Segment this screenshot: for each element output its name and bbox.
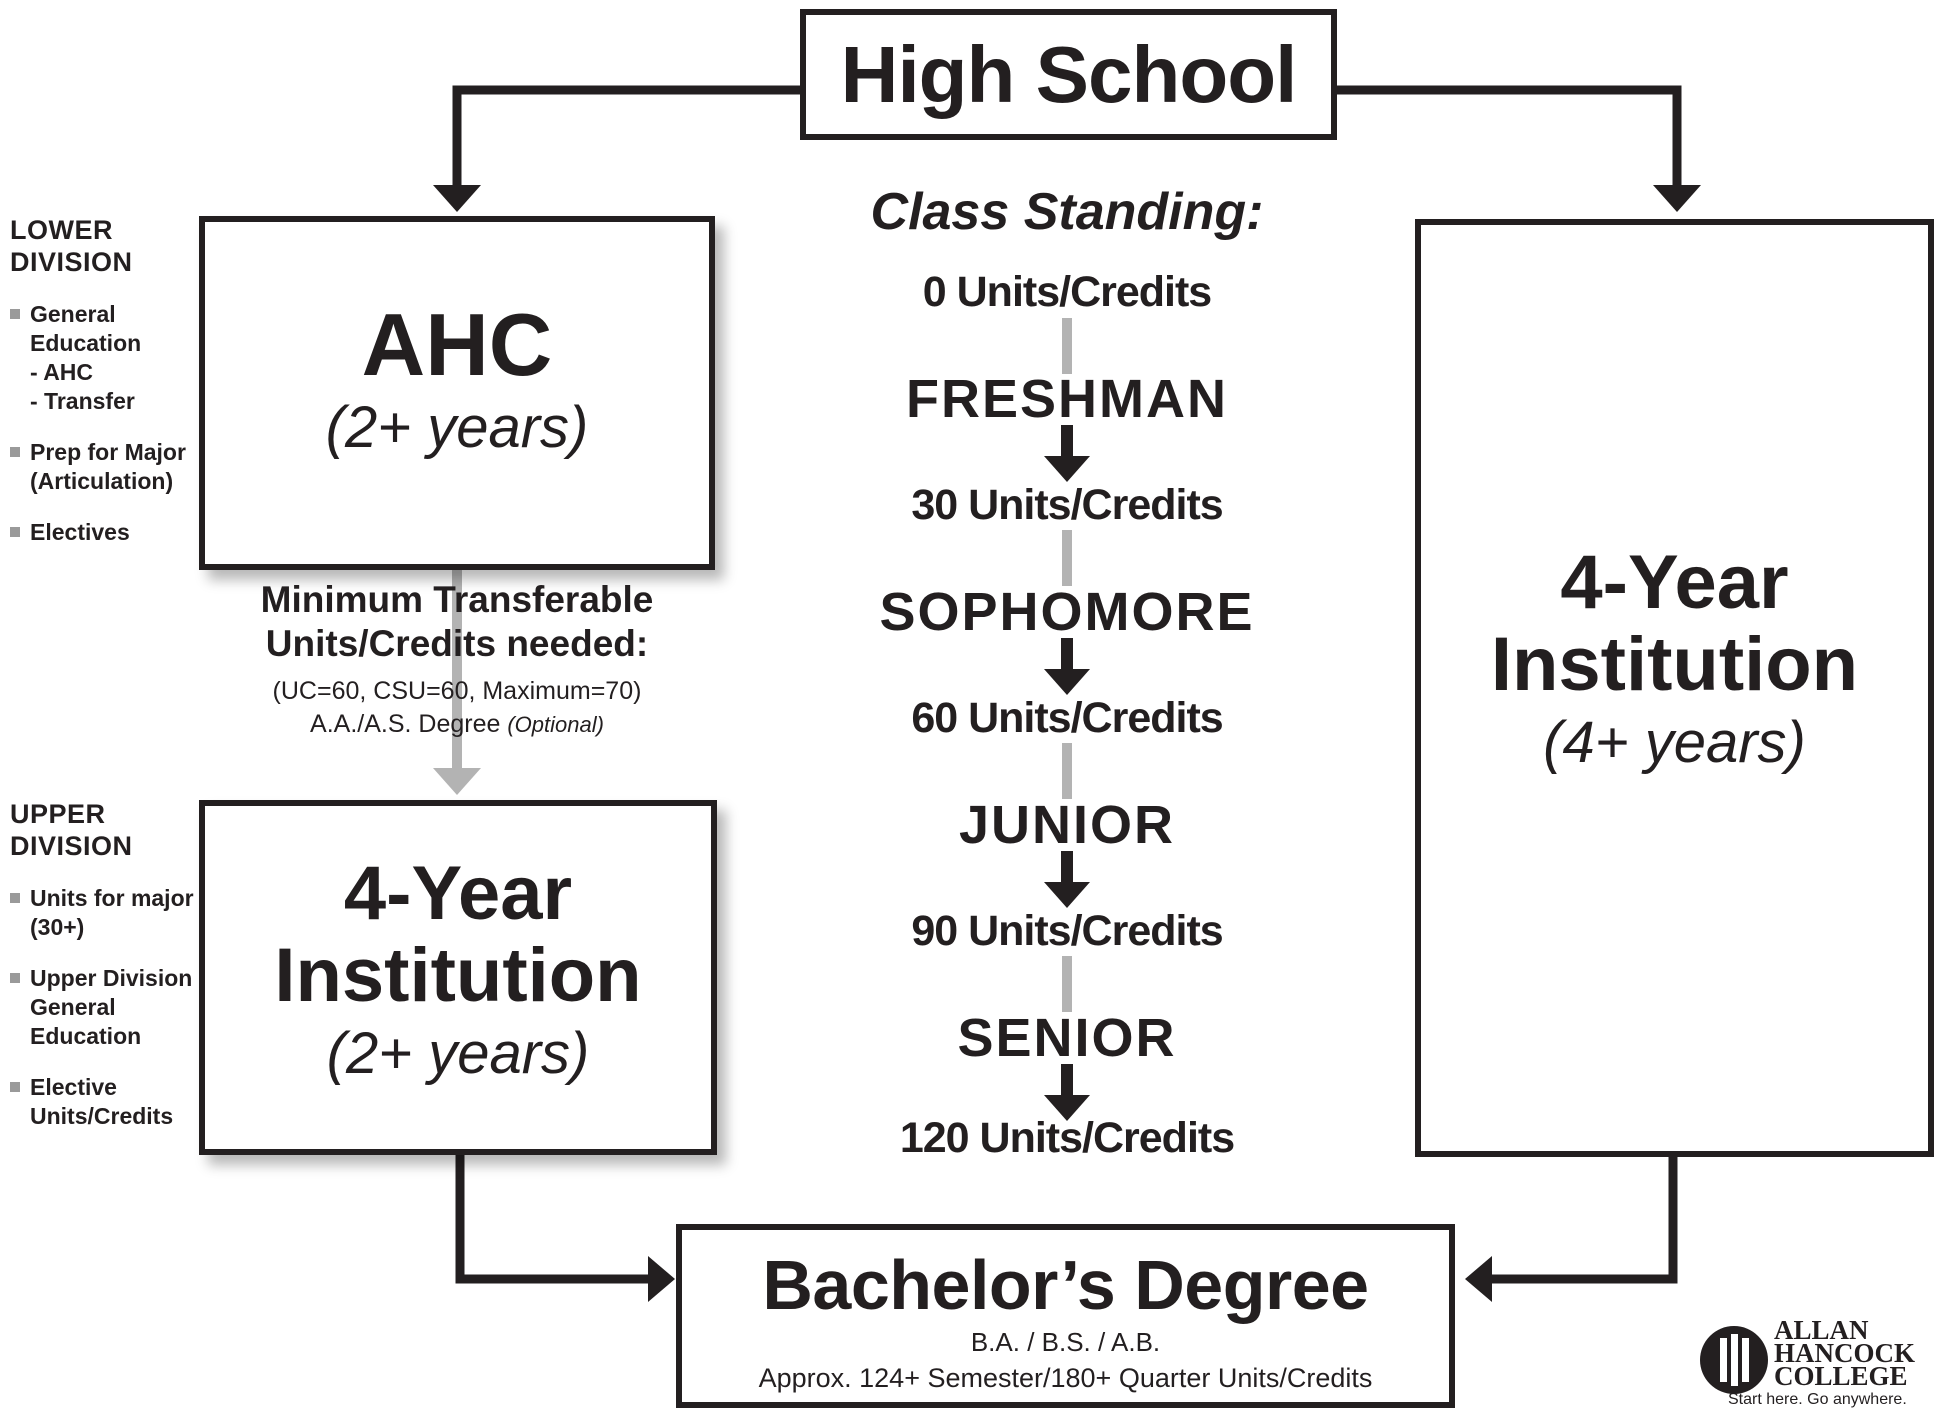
- units-90: 90 Units/Credits: [911, 907, 1223, 955]
- list-item: Prep for Major (Articulation): [10, 438, 195, 496]
- rank-freshman: FRESHMAN: [906, 369, 1228, 429]
- logo-line3: COLLEGE: [1774, 1361, 1908, 1391]
- rank-sophomore: SOPHOMORE: [879, 582, 1255, 642]
- connector-highschool-to-4year: [1337, 85, 1682, 186]
- list-item: General Education - AHC - Transfer: [10, 300, 195, 416]
- rank-senior: SENIOR: [957, 1008, 1177, 1068]
- right-institution-line1: 4-Year: [1560, 540, 1789, 625]
- units-0: 0 Units/Credits: [922, 268, 1212, 316]
- arrowhead-down-4year: [1653, 185, 1701, 212]
- high-school-label: High School: [840, 30, 1298, 119]
- lower-division-list: General Education - AHC - Transfer Prep …: [10, 300, 195, 547]
- transfer-heading-line1: Minimum Transferable: [260, 579, 654, 620]
- logo-tagline: Start here. Go anywhere.: [1728, 1391, 1907, 1408]
- lower-division-title-line2: DIVISION: [10, 247, 133, 277]
- upper-institution-line2: Institution: [274, 933, 642, 1018]
- class-standing-track: [1062, 318, 1072, 1012]
- ahc-box: AHC (2+ years): [199, 216, 715, 570]
- class-standing-title: Class Standing:: [870, 183, 1264, 241]
- list-item: Electives: [10, 518, 195, 547]
- bachelor-degrees: B.A. / B.S. / A.B.: [970, 1327, 1161, 1357]
- ahc-years: (2+ years): [325, 395, 589, 460]
- lower-division-title-line1: LOWER: [10, 215, 113, 245]
- connector-highschool-to-ahc: [452, 85, 800, 186]
- rank-junior: JUNIOR: [958, 795, 1176, 855]
- upper-institution-years: (2+ years): [326, 1021, 590, 1086]
- transfer-degree-line: A.A./A.S. Degree (Optional): [232, 708, 682, 741]
- logo-line2: HANCOCK: [1774, 1338, 1915, 1368]
- units-30: 30 Units/Credits: [911, 481, 1223, 529]
- connector-4year-to-bachelor: [1490, 1155, 1678, 1284]
- class-standing-arrows: [1044, 425, 1090, 1121]
- list-item: Elective Units/Credits: [10, 1073, 195, 1131]
- college-logo-emblem: [1700, 1326, 1768, 1394]
- upper-division-list: Units for major (30+) Upper Division Gen…: [10, 884, 195, 1131]
- list-item: Units for major (30+): [10, 884, 195, 942]
- list-item: Upper Division General Education: [10, 964, 195, 1051]
- units-120: 120 Units/Credits: [899, 1114, 1235, 1162]
- bachelor-title: Bachelor’s Degree: [762, 1246, 1369, 1324]
- bachelor-units: Approx. 124+ Semester/180+ Quarter Units…: [758, 1363, 1373, 1393]
- right-institution-box: 4-Year Institution (4+ years): [1415, 219, 1934, 1157]
- arrowhead-down-ahc: [433, 185, 481, 212]
- upper-division-title-line2: DIVISION: [10, 831, 133, 861]
- transfer-heading-line2: Units/Credits needed:: [265, 623, 649, 664]
- right-institution-line2: Institution: [1490, 622, 1859, 707]
- transfer-note: Minimum Transferable Units/Credits neede…: [232, 578, 682, 741]
- units-60: 60 Units/Credits: [911, 694, 1223, 742]
- bachelor-box: Bachelor’s Degree B.A. / B.S. / A.B. App…: [676, 1224, 1455, 1408]
- logo-line1: ALLAN: [1774, 1315, 1869, 1345]
- upper-institution-box: 4-Year Institution (2+ years): [199, 800, 717, 1155]
- high-school-box: High School: [800, 9, 1337, 140]
- right-institution-years: (4+ years): [1543, 710, 1806, 775]
- upper-division-title-line1: UPPER: [10, 799, 106, 829]
- upper-division-panel: UPPER DIVISION Units for major (30+) Upp…: [10, 798, 195, 1153]
- arrowhead-right-bachelor: [648, 1256, 675, 1302]
- upper-institution-line1: 4-Year: [343, 851, 573, 936]
- transfer-degree: A.A./A.S. Degree: [310, 710, 501, 738]
- lower-division-panel: LOWER DIVISION General Education - AHC -…: [10, 214, 195, 569]
- arrowhead-left-bachelor: [1465, 1256, 1492, 1302]
- transfer-detail: (UC=60, CSU=60, Maximum=70): [272, 677, 642, 705]
- arrowhead-gray-transfer: [433, 768, 481, 795]
- transfer-degree-optional: (Optional): [507, 712, 604, 737]
- ahc-title: AHC: [361, 295, 553, 394]
- connector-upper-to-bachelor: [455, 1155, 650, 1284]
- college-logo: ALLAN HANCOCK COLLEGE Start here. Go any…: [1698, 1315, 1936, 1408]
